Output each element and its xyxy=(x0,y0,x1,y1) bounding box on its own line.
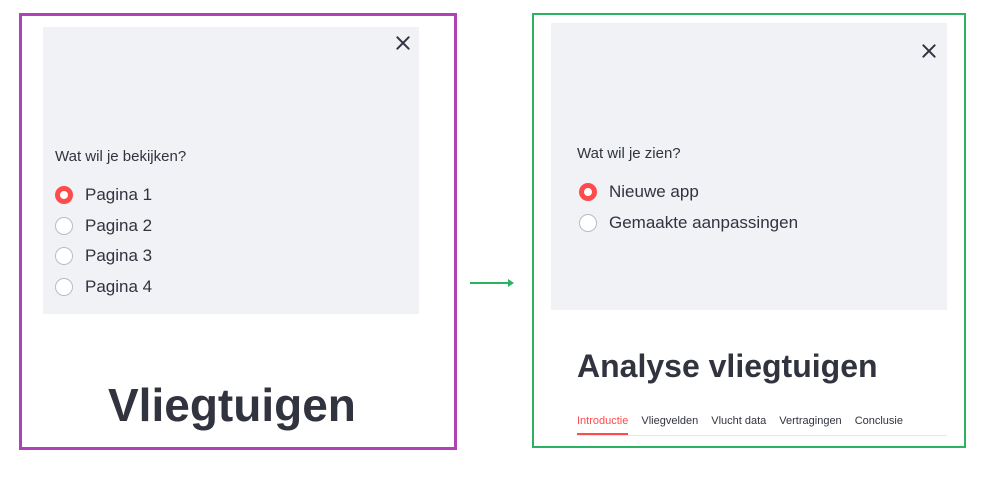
radio-option-pagina-2[interactable]: Pagina 2 xyxy=(55,211,152,242)
radio-option-pagina-4[interactable]: Pagina 4 xyxy=(55,272,152,303)
radio-group-label: Wat wil je bekijken? xyxy=(55,148,187,165)
sidebar: Wat wil je bekijken? Pagina 1 Pagina 2 P… xyxy=(43,27,419,314)
tab-vliegvelden[interactable]: Vliegvelden xyxy=(641,415,699,427)
radio-option-pagina-1[interactable]: Pagina 1 xyxy=(55,180,152,211)
arrow-head-icon xyxy=(508,279,514,287)
before-screenshot-frame: Wat wil je bekijken? Pagina 1 Pagina 2 P… xyxy=(19,13,457,450)
radio-unselected-icon xyxy=(55,216,73,235)
tab-bar: Introductie Vliegvelden Vlucht data Vert… xyxy=(577,413,947,436)
app-radio-group: Nieuwe app Gemaakte aanpassingen xyxy=(579,177,798,238)
radio-group-label: Wat wil je zien? xyxy=(577,145,681,162)
close-icon[interactable] xyxy=(921,43,937,59)
radio-unselected-icon xyxy=(55,277,73,296)
page-radio-group: Pagina 1 Pagina 2 Pagina 3 Pagina 4 xyxy=(55,180,152,302)
page-title: Analyse vliegtuigen xyxy=(577,348,878,384)
after-screenshot-frame: Wat wil je zien? Nieuwe app Gemaakte aan… xyxy=(532,13,966,448)
radio-option-label: Nieuwe app xyxy=(609,182,699,202)
tab-conclusie[interactable]: Conclusie xyxy=(854,415,903,427)
radio-option-label: Pagina 3 xyxy=(85,246,153,266)
tab-vlucht-data[interactable]: Vlucht data xyxy=(711,415,767,427)
radio-option-pagina-3[interactable]: Pagina 3 xyxy=(55,241,152,272)
radio-option-label: Pagina 2 xyxy=(85,215,153,235)
page-title: Vliegtuigen xyxy=(108,379,356,431)
radio-unselected-icon xyxy=(55,247,73,266)
radio-option-label: Pagina 4 xyxy=(85,276,153,296)
radio-option-label: Pagina 1 xyxy=(85,185,153,205)
tab-vertragingen[interactable]: Vertragingen xyxy=(779,415,842,427)
close-icon[interactable] xyxy=(395,35,411,51)
arrow-right-icon xyxy=(470,282,510,284)
sidebar: Wat wil je zien? Nieuwe app Gemaakte aan… xyxy=(551,23,947,310)
tab-introductie[interactable]: Introductie xyxy=(577,413,629,435)
radio-unselected-icon xyxy=(579,213,597,232)
radio-option-label: Gemaakte aanpassingen xyxy=(609,212,799,232)
radio-option-nieuwe-app[interactable]: Nieuwe app xyxy=(579,177,798,208)
radio-option-gemaakte-aanpassingen[interactable]: Gemaakte aanpassingen xyxy=(579,208,798,239)
radio-selected-icon xyxy=(579,183,597,202)
radio-selected-icon xyxy=(55,186,73,205)
